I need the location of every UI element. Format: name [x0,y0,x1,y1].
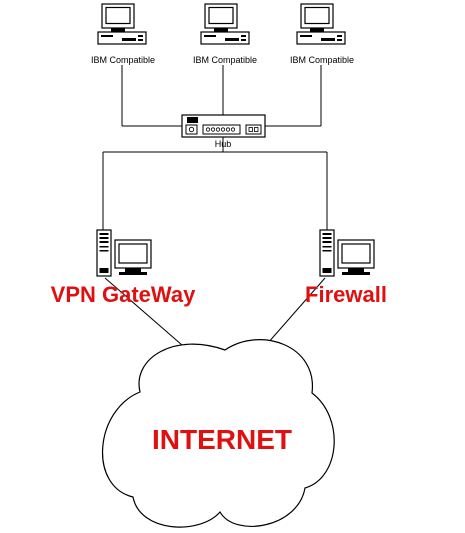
server-icon [96,229,152,277]
workstation-label: IBM Compatible [290,55,354,65]
hub-icon [181,114,266,138]
workstation-3: IBM Compatible [290,3,354,65]
cloud-icon [102,339,335,528]
workstation-label: IBM Compatible [193,55,257,65]
server-icon [319,229,375,277]
computer-icon [296,3,346,45]
link-vpn-to-internet [104,277,191,353]
link-firewall-to-internet [259,277,326,353]
computer-icon [200,3,250,45]
firewall-label: Firewall [305,282,387,307]
internet-cloud: INTERNET [102,339,335,528]
vpn-gateway-label: VPN GateWay [51,282,196,307]
internet-label: INTERNET [152,424,292,455]
connection-lines [102,65,328,353]
workstation-label: IBM Compatible [91,55,155,65]
workstation-2: IBM Compatible [193,3,257,65]
hub-label: Hub [215,139,232,149]
vpn-gateway: VPN GateWay [51,229,196,307]
computer-icon [97,3,147,45]
firewall: Firewall [305,229,387,307]
workstation-1: IBM Compatible [91,3,155,65]
hub: Hub [181,114,266,149]
